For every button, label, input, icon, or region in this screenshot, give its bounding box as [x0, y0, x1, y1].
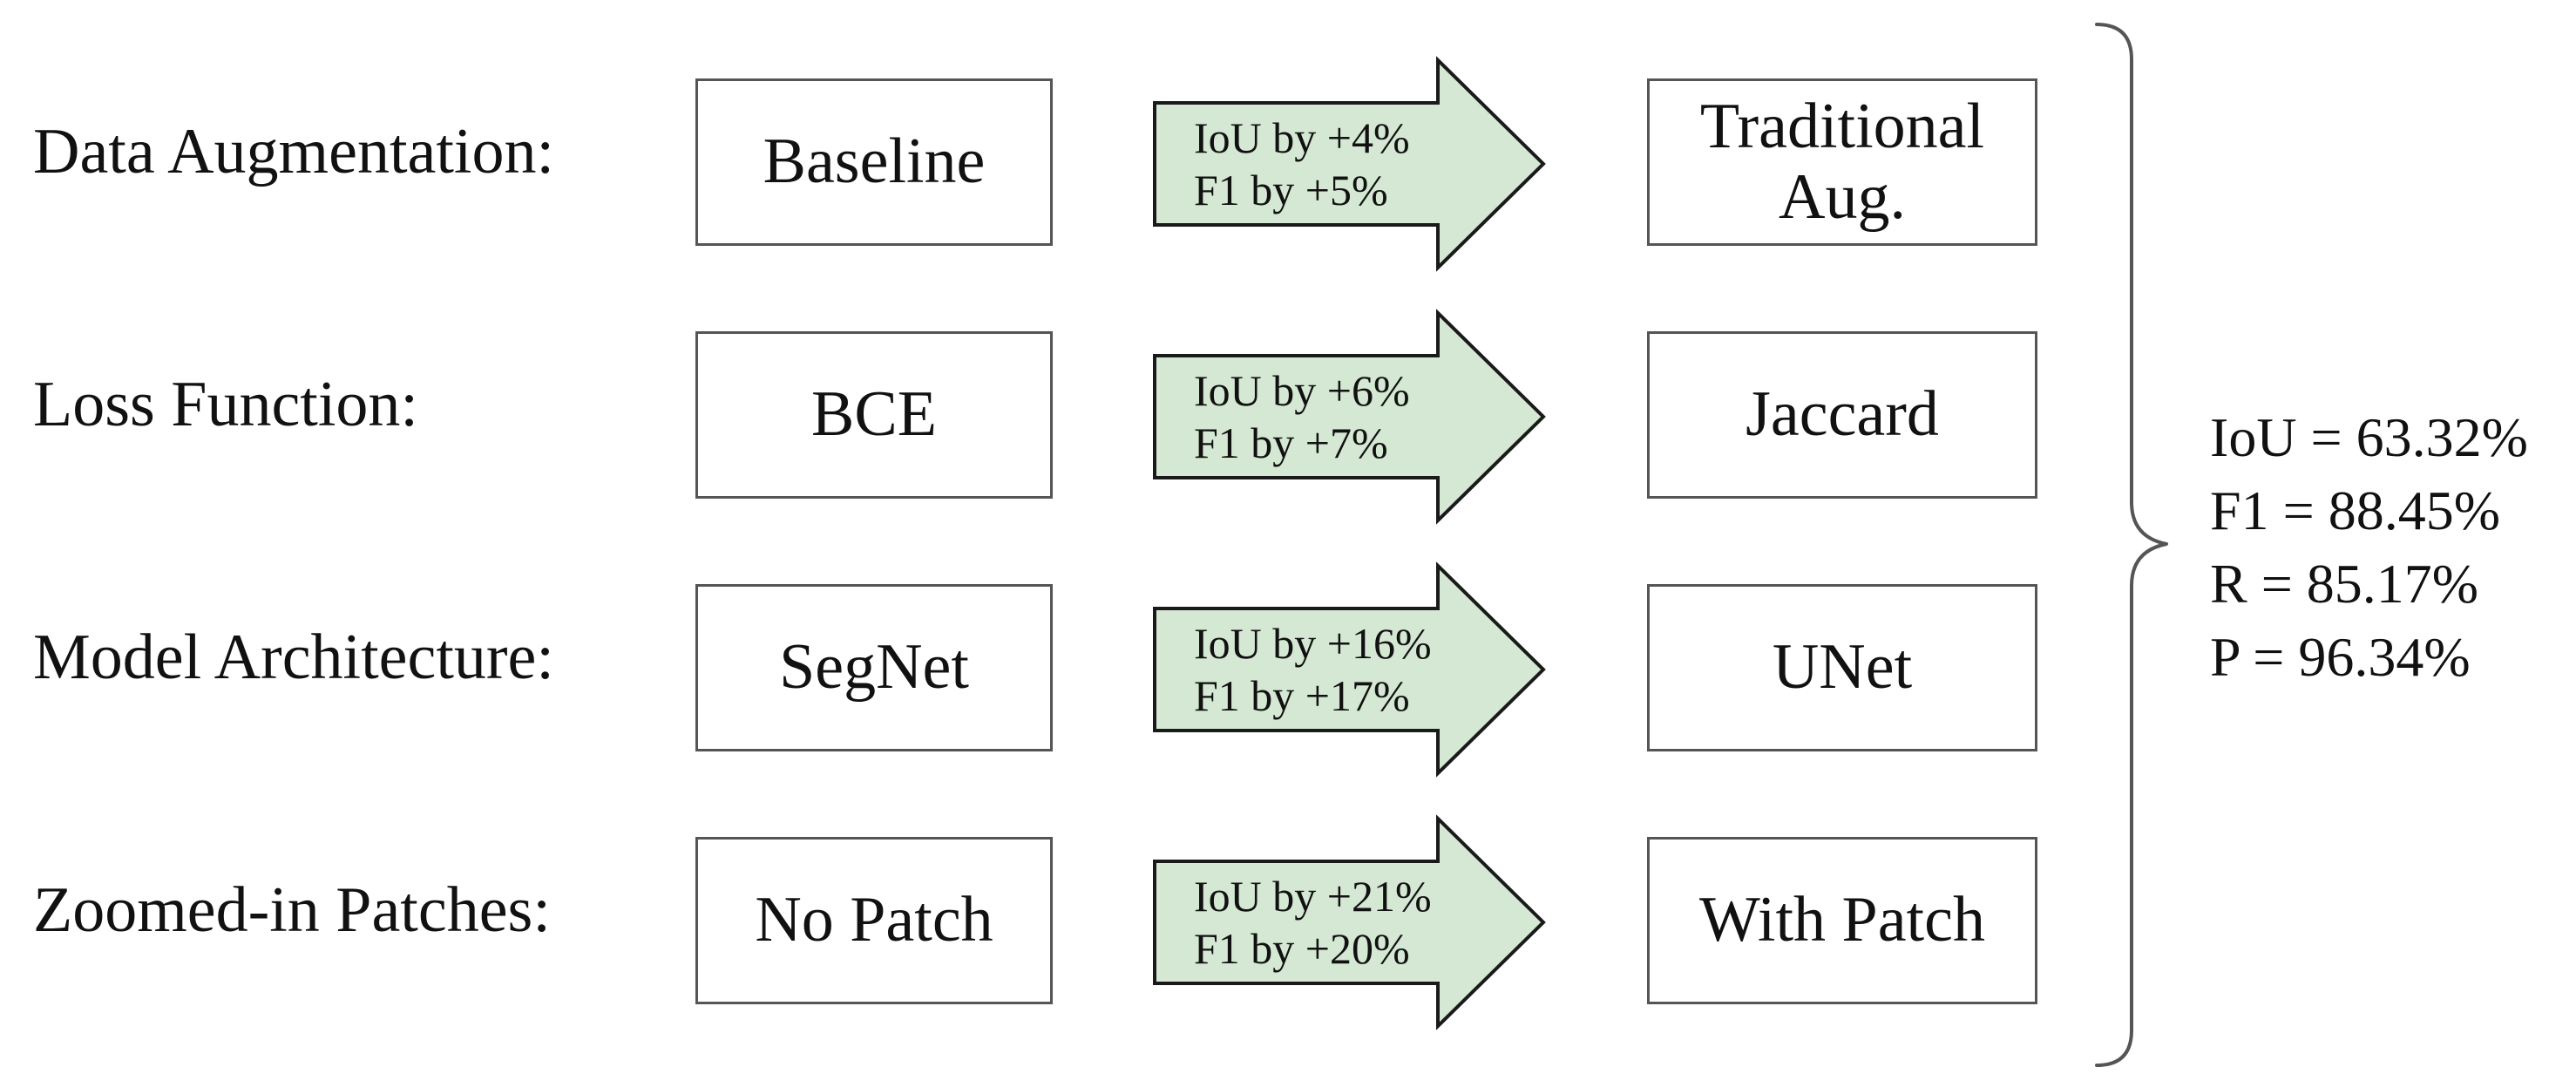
- f1-gain: F1 by +17%: [1194, 671, 1410, 720]
- iou-gain: IoU by +4%: [1194, 113, 1410, 162]
- f1-gain: F1 by +7%: [1194, 418, 1388, 467]
- traditional-aug-box: Traditional Aug.: [1647, 78, 2037, 246]
- baseline-box: Baseline: [695, 78, 1053, 246]
- with-patch-box: With Patch: [1647, 837, 2037, 1004]
- arrow-metrics: IoU by +16% F1 by +17%: [1194, 617, 1432, 722]
- row-label-model-architecture: Model Architecture:: [33, 622, 554, 693]
- improvement-arrow: [1153, 56, 1546, 272]
- improvement-arrow: [1153, 561, 1546, 778]
- bce-box: BCE: [695, 331, 1053, 499]
- with-patch-box-label: With Patch: [1699, 884, 1985, 956]
- row-label-zoomed-in-patches: Zoomed-in Patches:: [33, 874, 551, 946]
- no-patch-box-label: No Patch: [755, 884, 993, 956]
- segnet-box-label: SegNet: [779, 631, 969, 704]
- improvement-arrow: [1153, 309, 1546, 525]
- row-label-loss-function: Loss Function:: [33, 369, 418, 440]
- no-patch-box: No Patch: [695, 837, 1053, 1004]
- unet-box: UNet: [1647, 584, 2037, 751]
- unet-box-label: UNet: [1772, 631, 1913, 704]
- iou-gain: IoU by +21%: [1194, 872, 1432, 921]
- final-metrics: IoU = 63.32% F1 = 88.45% R = 85.17% P = …: [2210, 401, 2528, 694]
- right-curly-brace: [2095, 23, 2168, 1067]
- bce-box-label: BCE: [811, 378, 937, 451]
- traditional-aug-label-line1: Traditional: [1699, 90, 1985, 162]
- traditional-aug-label-line2: Aug.: [1779, 161, 1906, 233]
- final-recall: R = 85.17%: [2210, 553, 2479, 615]
- arrow-metrics: IoU by +21% F1 by +20%: [1194, 870, 1432, 975]
- iou-gain: IoU by +6%: [1194, 366, 1410, 415]
- arrow-metrics: IoU by +4% F1 by +5%: [1194, 112, 1410, 216]
- final-f1: F1 = 88.45%: [2210, 479, 2500, 541]
- segnet-box: SegNet: [695, 584, 1053, 751]
- row-label-data-augmentation: Data Augmentation:: [33, 116, 555, 187]
- arrow-metrics: IoU by +6% F1 by +7%: [1194, 364, 1410, 469]
- iou-gain: IoU by +16%: [1194, 619, 1432, 668]
- final-iou: IoU = 63.32%: [2210, 406, 2528, 468]
- f1-gain: F1 by +5%: [1194, 166, 1388, 214]
- baseline-box-label: Baseline: [763, 126, 986, 198]
- improvement-arrow: [1153, 814, 1546, 1030]
- jaccard-box: Jaccard: [1647, 331, 2037, 499]
- jaccard-box-label: Jaccard: [1746, 378, 1939, 451]
- final-precision: P = 96.34%: [2210, 626, 2471, 688]
- f1-gain: F1 by +20%: [1194, 924, 1410, 973]
